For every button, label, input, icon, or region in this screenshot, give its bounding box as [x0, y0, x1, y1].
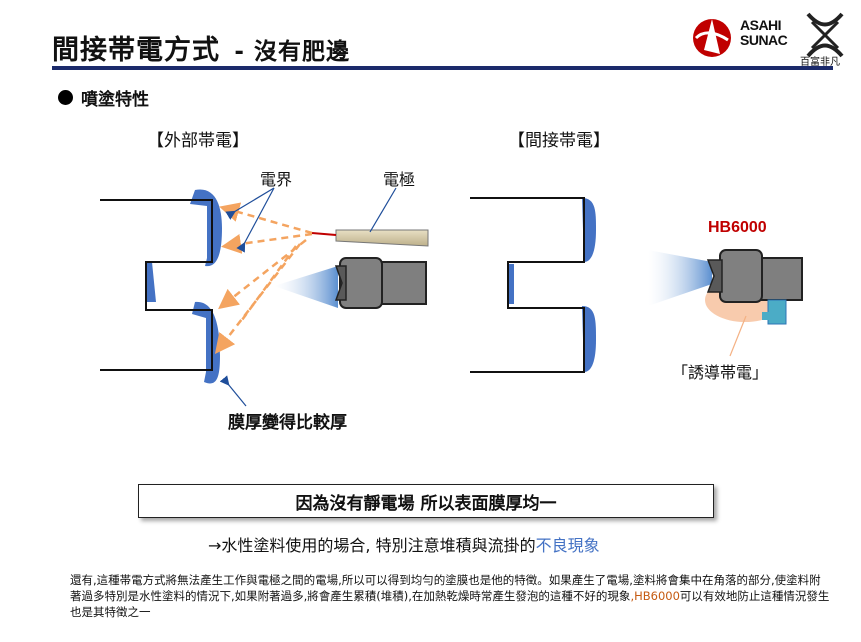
company-logo: ASAHI SUNAC 百富非凡	[690, 8, 850, 68]
right-spray-cone	[648, 250, 712, 306]
electrode-label: 電極	[383, 170, 416, 189]
induction-pointer	[729, 315, 747, 357]
title-main: 間接帯電方式	[52, 35, 220, 66]
footnote-product: ,HB6000	[630, 589, 680, 603]
left-spray-cone	[274, 266, 338, 308]
indirect-charging-heading: 【間接帯電】	[508, 131, 610, 151]
electric-field-label: 電界	[260, 170, 293, 189]
left-electrode	[311, 229, 429, 247]
product-label: HB6000	[708, 219, 767, 236]
page-title: 間接帯電方式 - 沒有肥邊	[52, 28, 350, 67]
title-subtitle: - 沒有肥邊	[234, 39, 350, 65]
bullet-dot-icon	[58, 90, 73, 105]
right-workpiece	[470, 197, 596, 373]
external-charging-heading: 【外部帯電】	[147, 131, 249, 151]
logo-tagline: 百富非凡	[800, 57, 840, 68]
induction-charging-label: 「誘導帯電」	[672, 363, 769, 382]
thickness-label: 膜厚變得比較厚	[228, 413, 347, 433]
field-label-pointers	[219, 187, 397, 407]
logo-mark-icon	[693, 12, 844, 58]
left-spray-gun	[334, 257, 427, 309]
defect-phenomenon-text: 不良現象	[535, 536, 600, 555]
footnote-paragraph: 還有,這種帯電方式將無法產生工作與電極之間的電場,所以可以得到均勻的塗膜也是他的…	[70, 572, 830, 620]
summary-box: 因為沒有靜電場 所以表面膜厚均一	[138, 484, 714, 518]
footnote-part3: 可以有效地防止這種情況發生也是其特徵之一	[70, 589, 830, 619]
water-based-note: →水性塗料使用的場合, 特別注意堆積與流掛的不良現象	[208, 532, 600, 556]
section-bullet-label: 噴塗特性	[81, 90, 149, 110]
section-bullet: 噴塗特性	[58, 85, 149, 110]
footnote-part1: 還有,這種帯電方式將無法產生工作與電極之間的電場,所以可以得到均勻的塗膜也是他的…	[70, 573, 821, 603]
spray-diagram	[100, 187, 803, 407]
left-workpiece	[100, 189, 222, 384]
logo-line2: SUNAC	[740, 32, 788, 48]
water-based-note-text: →水性塗料使用的場合, 特別注意堆積與流掛的	[208, 536, 536, 555]
right-spray-gun	[706, 249, 803, 325]
logo-line1: ASAHI	[740, 17, 782, 33]
title-underline	[52, 66, 833, 70]
